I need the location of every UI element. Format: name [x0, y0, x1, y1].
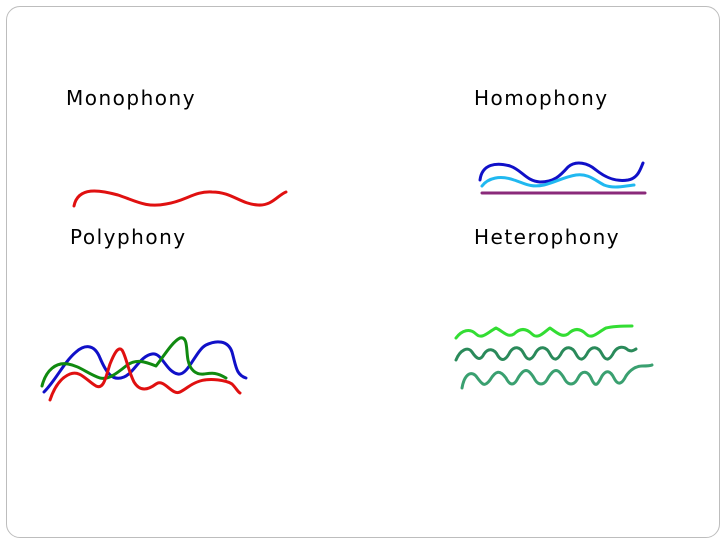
polyphony-green-line: [40, 336, 228, 388]
heterophony-label: Heterophony: [474, 225, 621, 249]
monophony-melody-line: [72, 189, 288, 208]
polyphony-label: Polyphony: [70, 225, 187, 249]
homophony-melody-line: [478, 161, 645, 184]
heterophony-variant-line-1: [454, 324, 634, 340]
homophony-harmony-line: [480, 173, 636, 189]
monophony-label: Monophony: [66, 86, 197, 110]
polyphony-red-line: [48, 347, 242, 402]
homophony-drawing: [478, 161, 647, 195]
homophony-label: Homophony: [474, 86, 609, 110]
heterophony-variant-line-3: [460, 363, 654, 390]
slide-frame: [6, 6, 720, 538]
heterophony-variant-line-2: [454, 345, 638, 362]
polyphony-drawing: [40, 336, 248, 402]
heterophony-drawing: [454, 324, 654, 390]
polyphony-blue-line: [42, 340, 248, 394]
monophony-drawing: [72, 189, 288, 208]
